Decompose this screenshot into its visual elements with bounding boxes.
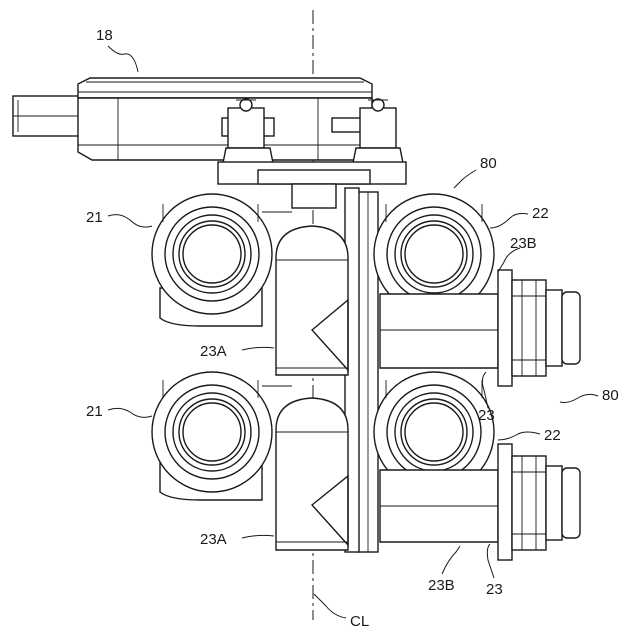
top-base-unit-18: [13, 78, 406, 184]
label-23b-bottom: 23B: [428, 577, 455, 594]
label-23b-top: 23B: [510, 235, 537, 252]
label-80-top: 80: [480, 155, 497, 172]
label-23-bottom: 23: [486, 581, 503, 598]
label-cl: CL: [350, 613, 369, 630]
label-21-top: 21: [86, 209, 103, 226]
label-18: 18: [96, 27, 113, 44]
label-23a-top: 23A: [200, 343, 227, 360]
label-80-right: 80: [602, 387, 619, 404]
label-22-top: 22: [532, 205, 549, 222]
label-22-bottom: 22: [544, 427, 561, 444]
label-23a-bottom: 23A: [200, 531, 227, 548]
label-23-mid: 23: [478, 407, 495, 424]
label-21-bottom: 21: [86, 403, 103, 420]
